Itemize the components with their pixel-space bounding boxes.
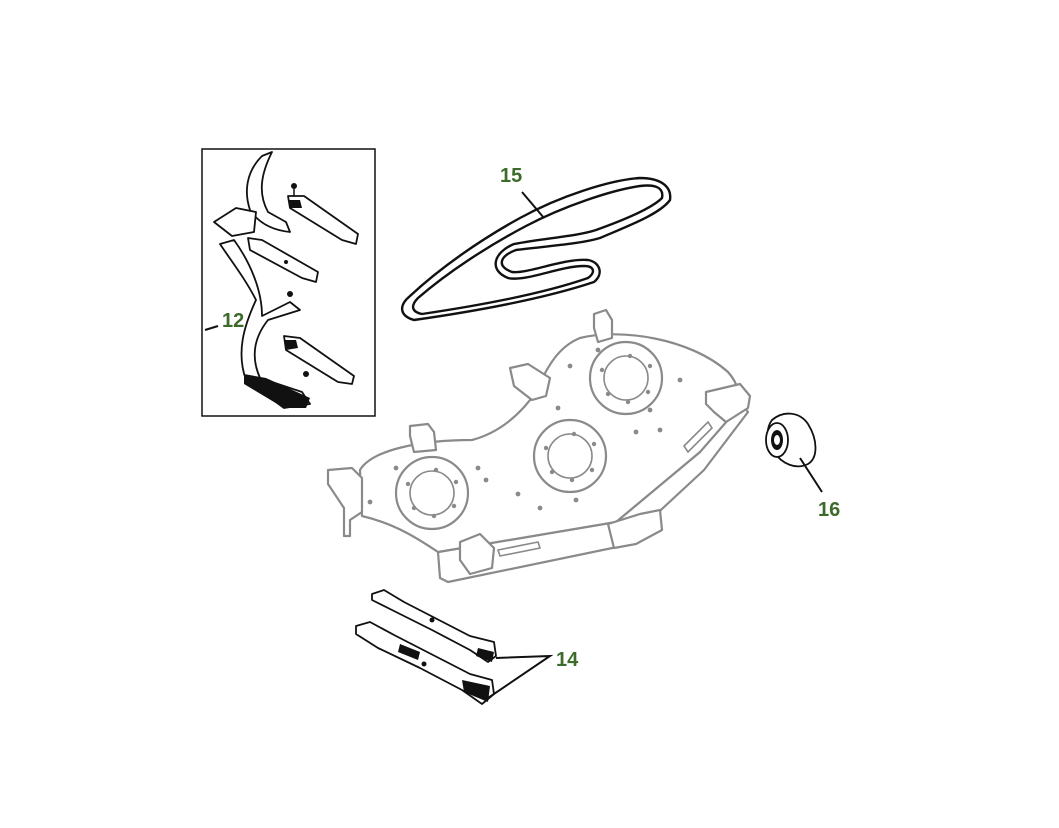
upper-mulch-baffle — [246, 151, 291, 233]
leader-15 — [521, 191, 545, 219]
deck-slot-left — [496, 541, 542, 557]
baffle-foot — [244, 374, 310, 408]
callout-12: 12 — [222, 310, 244, 332]
wheel-bore — [774, 435, 780, 445]
drive-belt — [401, 176, 672, 322]
deck-slot-right — [682, 420, 714, 454]
center-spindle-ring — [532, 418, 608, 494]
leader-16 — [799, 457, 823, 493]
mower-deck — [326, 308, 752, 584]
lower-blade-nut-icon — [303, 371, 309, 377]
lower-blade-lift — [398, 644, 420, 660]
rear-center-bracket — [508, 362, 552, 402]
lower-blade-center-hole — [421, 661, 427, 667]
leader-12 — [204, 325, 219, 331]
belt-inner — [411, 184, 664, 316]
mower-blades — [355, 589, 497, 705]
left-spindle-hub — [409, 470, 455, 516]
middle-inset-blade — [247, 237, 319, 283]
rear-right-bracket — [592, 308, 614, 344]
middle-blade-bolt-hole — [284, 260, 288, 264]
left-mount-bracket — [326, 466, 364, 538]
center-spindle-hub — [547, 433, 593, 479]
lower-blade-lift — [284, 340, 298, 350]
belt-outer — [401, 176, 672, 322]
spindle-bolt-holes — [367, 347, 683, 519]
mulch-kit-inset — [201, 148, 376, 417]
upper-blade-center-hole — [429, 617, 435, 623]
middle-blade-nut-icon — [287, 291, 293, 297]
callout-15: 15 — [500, 165, 522, 187]
upper-blade-lift — [288, 200, 302, 208]
leader-14 — [487, 654, 554, 699]
right-spindle-ring — [588, 340, 664, 416]
callout-14: 14 — [556, 649, 579, 671]
front-right-bracket — [606, 508, 664, 550]
gauge-wheel — [765, 412, 817, 468]
lower-blade-tip — [462, 680, 490, 702]
front-center-bracket — [458, 532, 496, 576]
upper-baffle-flange — [213, 207, 257, 237]
right-mount-bracket — [704, 382, 752, 424]
upper-blade-nut-icon — [291, 183, 297, 189]
upper-blade-tip — [476, 648, 494, 662]
left-spindle-ring — [394, 455, 470, 531]
callout-16: 16 — [818, 499, 840, 521]
right-spindle-hub — [603, 355, 649, 401]
rear-left-bracket — [408, 422, 438, 454]
